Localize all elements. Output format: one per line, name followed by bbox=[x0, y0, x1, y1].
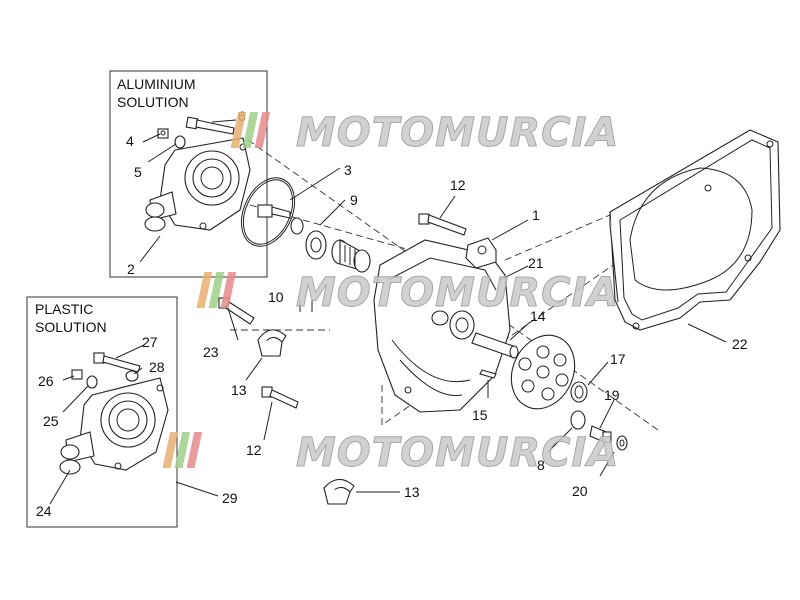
callout-4: 4 bbox=[126, 133, 134, 149]
aluminium-box-title-line2: SOLUTION bbox=[117, 94, 189, 110]
callout-12-lower: 12 bbox=[246, 442, 262, 458]
impeller bbox=[510, 334, 576, 410]
watermark-text-top: MOTOMURCIA bbox=[296, 110, 619, 156]
clamp-13-lower bbox=[323, 478, 355, 505]
washer-25 bbox=[86, 375, 98, 389]
callout-12-upper: 12 bbox=[450, 177, 466, 193]
callout-28: 28 bbox=[149, 359, 165, 375]
screw-26 bbox=[71, 369, 83, 380]
callout-labels: 6 4 5 3 9 2 10 12 1 21 14 15 17 19 8 20 … bbox=[36, 108, 748, 519]
callout-1: 1 bbox=[532, 207, 540, 223]
key-15 bbox=[479, 369, 497, 379]
pump-housing-aluminium bbox=[144, 137, 251, 232]
gasket-3 bbox=[240, 177, 296, 247]
callout-26: 26 bbox=[38, 373, 54, 389]
shaft-seal-10 bbox=[299, 239, 371, 312]
bolt-6 bbox=[185, 116, 235, 135]
watermark-text-bottom: MOTOMURCIA bbox=[296, 430, 619, 476]
bolt-12-upper bbox=[418, 213, 467, 236]
aluminium-solution-box bbox=[109, 70, 268, 278]
callout-14: 14 bbox=[530, 308, 546, 324]
plastic-box-title-line2: SOLUTION bbox=[35, 319, 107, 335]
impeller-nut-9 bbox=[257, 204, 327, 260]
plastic-solution-box bbox=[26, 296, 178, 528]
callout-22: 22 bbox=[732, 336, 748, 352]
callout-25: 25 bbox=[43, 413, 59, 429]
screw-4 bbox=[157, 128, 169, 139]
callout-9: 9 bbox=[350, 192, 358, 208]
seal-ring-17 bbox=[570, 381, 588, 403]
screw-19 bbox=[589, 425, 612, 443]
pump-housing-plastic bbox=[59, 377, 169, 475]
bolt-27 bbox=[93, 352, 141, 373]
callout-2: 2 bbox=[127, 261, 135, 277]
callout-27: 27 bbox=[142, 334, 158, 350]
watermark-middle: MOTOMURCIA bbox=[196, 270, 619, 317]
bushing-8 bbox=[570, 410, 586, 430]
bolt-12-lower bbox=[261, 386, 299, 409]
watermark-top: MOTOMURCIA bbox=[230, 110, 619, 157]
callout-10: 10 bbox=[268, 289, 284, 305]
callout-3: 3 bbox=[344, 162, 352, 178]
callout-17: 17 bbox=[610, 351, 626, 367]
callout-21: 21 bbox=[528, 255, 544, 271]
washer-20 bbox=[616, 435, 628, 451]
leader-lines bbox=[49, 119, 727, 505]
callout-15: 15 bbox=[472, 407, 488, 423]
callout-13-lower: 13 bbox=[404, 484, 420, 500]
washer-5 bbox=[174, 135, 186, 149]
callout-23: 23 bbox=[203, 344, 219, 360]
plastic-box-title-line1: PLASTIC bbox=[35, 301, 93, 317]
callout-20: 20 bbox=[572, 483, 588, 499]
water-pump-cover bbox=[373, 237, 511, 413]
callout-19: 19 bbox=[604, 387, 620, 403]
clamp-13-upper bbox=[257, 329, 287, 357]
callout-13-upper: 13 bbox=[231, 382, 247, 398]
gasket-plate-22 bbox=[609, 129, 781, 331]
aluminium-box-title-line1: ALUMINIUM bbox=[117, 76, 196, 92]
callout-24: 24 bbox=[36, 503, 52, 519]
pin-14 bbox=[471, 332, 519, 359]
callout-5: 5 bbox=[134, 164, 142, 180]
watermark-text-middle: MOTOMURCIA bbox=[296, 270, 619, 316]
watermark-bottom: MOTOMURCIA bbox=[162, 430, 619, 477]
callout-8: 8 bbox=[537, 457, 545, 473]
callout-29: 29 bbox=[222, 490, 238, 506]
